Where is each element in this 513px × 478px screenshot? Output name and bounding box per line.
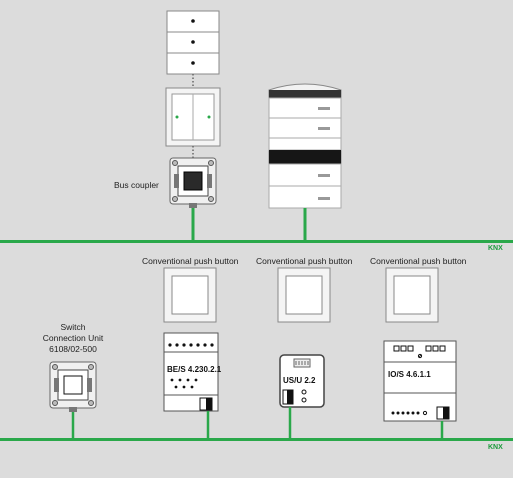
switch-unit-label-line3: 6108/02-500 — [49, 344, 97, 354]
bes-label: BE/S 4.230.2.1 — [167, 365, 222, 374]
push-button-frame-1 — [163, 267, 217, 323]
push-button-frame-2 — [277, 267, 331, 323]
io-unit-ios: IO/S 4.6.1.1 — [383, 340, 457, 422]
switch-unit-label-line2: Connection Unit — [42, 333, 104, 343]
knx-bus-line-top — [0, 240, 513, 243]
switch-unit-label-line1: Switch — [60, 322, 86, 332]
knx-label-top: KNX — [488, 245, 503, 252]
three-gang-panel — [166, 10, 220, 75]
push-button-frame-3 — [385, 267, 439, 323]
bus-coupler-label: Bus coupler — [114, 180, 159, 190]
switch-connection-unit — [49, 361, 97, 412]
knx-bus-line-bottom — [0, 438, 513, 441]
push-button-label-2: Conventional push button — [256, 256, 353, 266]
universal-interface-usu: US/U 2.2 — [279, 354, 325, 408]
push-button-label-1: Conventional push button — [142, 256, 239, 266]
room-controller — [268, 83, 342, 209]
bus-coupler — [169, 157, 217, 208]
ios-label: IO/S 4.6.1.1 — [388, 370, 431, 379]
knx-push-button-2gang — [165, 87, 221, 147]
binary-input-bes: BE/S 4.230.2.1 — [163, 332, 222, 412]
knx-label-bottom: KNX — [488, 444, 503, 451]
push-button-label-3: Conventional push button — [370, 256, 467, 266]
usu-label: US/U 2.2 — [283, 376, 316, 385]
